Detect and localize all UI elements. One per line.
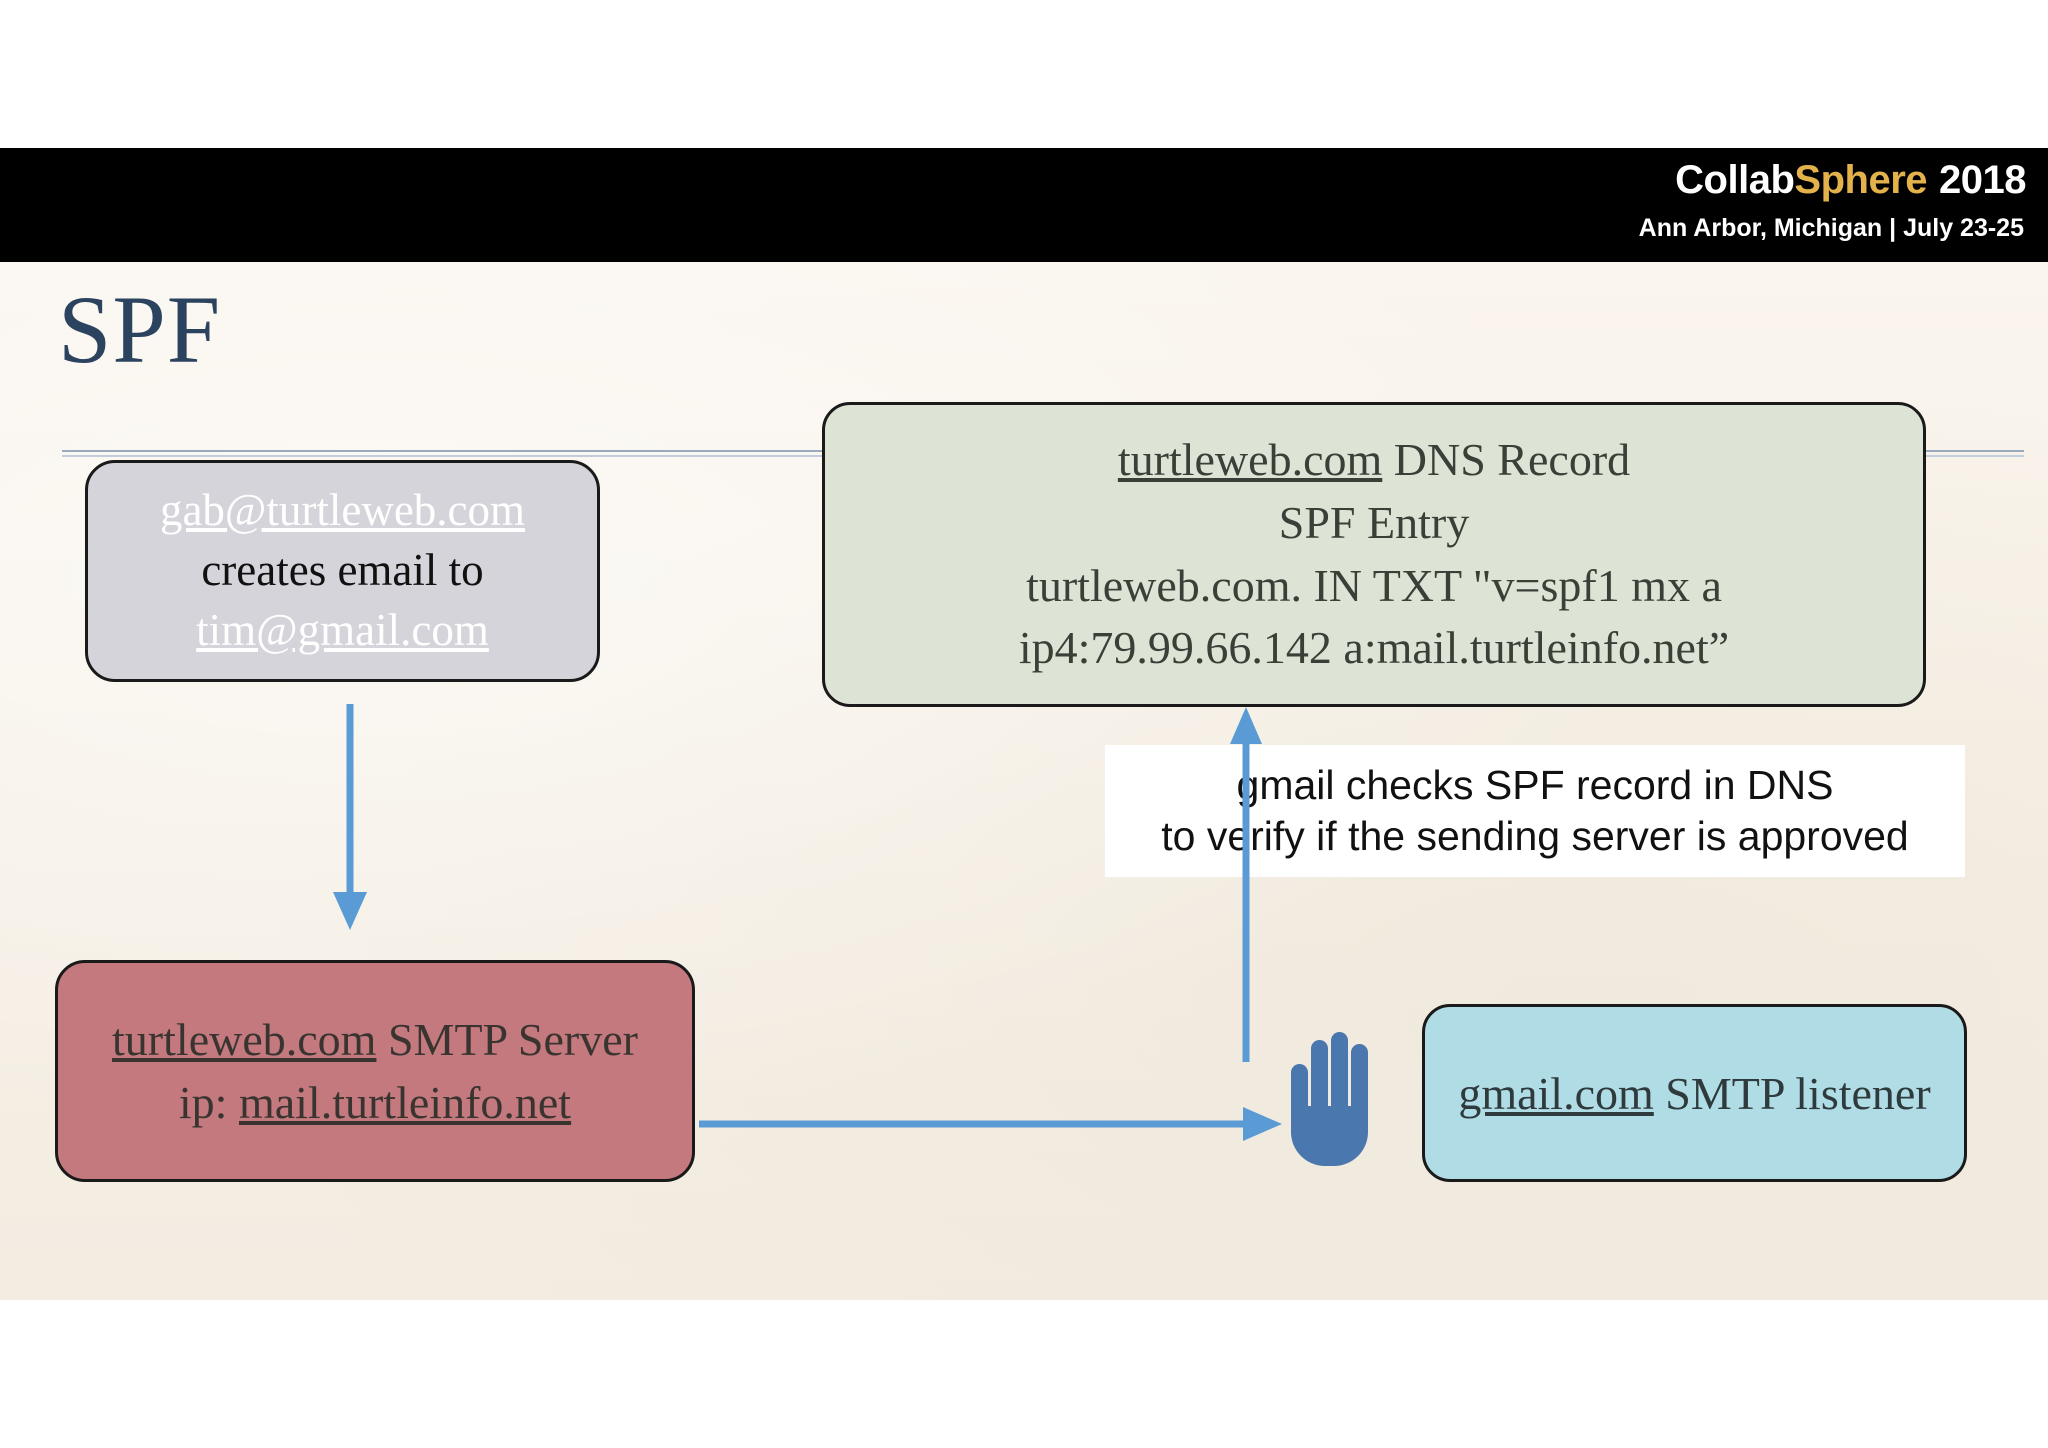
page-title: SPF (58, 276, 222, 383)
callout-line-2: to verify if the sending server is appro… (1161, 813, 1909, 859)
dns-record-title-suffix: DNS Record (1382, 434, 1631, 486)
dns-record-title-line: turtleweb.com DNS Record (1118, 429, 1630, 492)
sender-box: gab@turtleweb.com creates email to tim@g… (85, 460, 600, 682)
smtp-to-listener-arrow (699, 1107, 1282, 1141)
brand-collab-text: Collab (1675, 158, 1795, 202)
recipient-email-link[interactable]: tim@gmail.com (196, 604, 489, 655)
smtp-domain-link[interactable]: turtleweb.com (112, 1013, 377, 1065)
sender-email-link[interactable]: gab@turtleweb.com (159, 485, 526, 536)
dns-domain-link[interactable]: turtleweb.com (1117, 434, 1383, 486)
smtp-ip-line: ip: mail.turtleinfo.net (179, 1071, 571, 1134)
gmail-domain-link[interactable]: gmail.com (1458, 1067, 1654, 1119)
smtp-server-title-line: turtleweb.com SMTP Server (112, 1008, 638, 1071)
listener-to-dns-lookup-arrow (1230, 707, 1262, 1062)
spf-txt-record-line1: turtleweb.com. IN TXT "v=spf1 mx a (1026, 559, 1722, 611)
dns-record-box: turtleweb.com DNS Record SPF Entry turtl… (822, 402, 1926, 707)
spf-txt-record-line2: ip4:79.99.66.142 a:mail.turtleinfo.net” (1018, 622, 1730, 674)
callout-line-1: gmail checks SPF record in DNS (1236, 762, 1834, 809)
slide-body: SPF gab@turtleweb.com creates email to t… (0, 262, 2048, 1300)
brand-sphere-text: Sphere (1794, 158, 1928, 202)
sender-address-line: gab@turtleweb.com (160, 481, 525, 541)
sender-to-smtp-arrow (333, 704, 367, 930)
smtp-server-box: turtleweb.com SMTP Server ip: mail.turtl… (55, 960, 695, 1182)
conference-location-dates: Ann Arbor, Michigan | July 23-25 (1638, 214, 2024, 242)
sender-action-line: creates email to (201, 545, 484, 596)
listener-title-suffix: SMTP listener (1653, 1067, 1931, 1119)
gmail-listener-box: gmail.com SMTP listener (1422, 1004, 1967, 1182)
listener-title-line: gmail.com SMTP listener (1458, 1067, 1930, 1120)
brand-year-text: 2018 (1939, 158, 2026, 202)
spf-entry-label: SPF Entry (1278, 496, 1470, 548)
stop-hand-icon (1291, 1032, 1368, 1166)
smtp-ip-prefix: ip: (178, 1077, 239, 1128)
smtp-ip-host-link[interactable]: mail.turtleinfo.net (238, 1077, 572, 1128)
smtp-server-title-suffix: SMTP Server (376, 1013, 638, 1065)
recipient-address-line: tim@gmail.com (196, 601, 489, 661)
